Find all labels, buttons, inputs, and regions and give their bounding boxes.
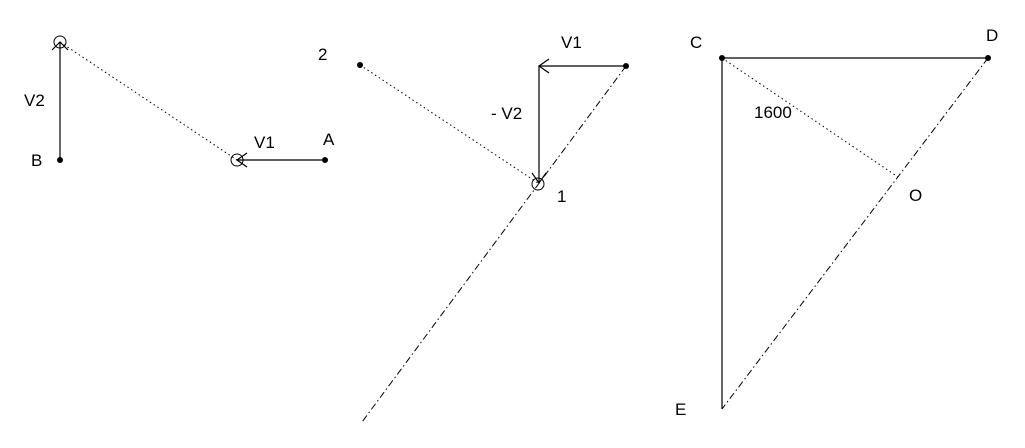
middle-v1-start-point [623, 63, 629, 69]
middle-relative-path-line [359, 64, 539, 184]
point-o-label: O [909, 186, 922, 205]
right-perpendicular-distance [721, 57, 899, 178]
point-1-label: 1 [557, 187, 566, 206]
point-2-label: 2 [318, 45, 327, 64]
left-v2-arrowhead [51, 41, 69, 51]
point-d [985, 55, 991, 61]
middle-minus-v2-arrowhead [531, 172, 547, 185]
point-e-label: E [675, 400, 686, 419]
point-a-label: A [323, 130, 335, 149]
left-v1-tip-marker [230, 153, 244, 167]
point-c [719, 55, 725, 61]
left-v2-tip-marker [53, 35, 67, 49]
right-diagram: C D 1600 O E [675, 26, 998, 419]
left-diagram: V2 V1 B A [24, 35, 335, 170]
middle-v1-label: V1 [561, 33, 582, 52]
point-b [57, 157, 63, 163]
point-c-label: C [690, 33, 702, 52]
point-b-label: B [31, 151, 42, 170]
middle-diagram: 2 V1 - V2 1 [318, 33, 629, 423]
point-d-label: D [986, 26, 998, 45]
right-trajectory-line [721, 57, 989, 410]
point-a [322, 157, 328, 163]
point-2 [357, 62, 363, 68]
left-v2-label: V2 [24, 91, 45, 110]
middle-trajectory-line [361, 65, 627, 423]
left-v1-label: V1 [254, 133, 275, 152]
left-v1-arrowhead [235, 152, 248, 168]
middle-minus-v2-label: - V2 [491, 104, 522, 123]
left-relative-path-line [59, 41, 238, 161]
distance-1600-label: 1600 [754, 103, 792, 122]
point-1-marker [531, 177, 545, 191]
